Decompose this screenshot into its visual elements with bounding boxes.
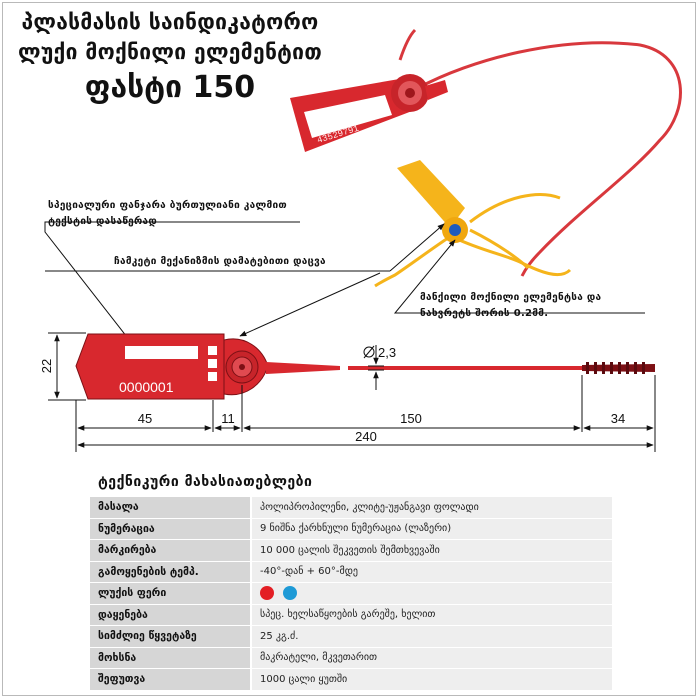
yellow-seal-photo: [374, 160, 572, 288]
dimension-lines: [48, 332, 656, 452]
specs-title: ტექნიკური მახასიათებლები: [98, 474, 313, 490]
card-number: 0000001: [119, 379, 174, 395]
color-swatch-blue: [283, 586, 298, 601]
title-line-2: ლუქი მოქნილი ელემენტით: [17, 40, 323, 64]
dim-45: 45: [138, 411, 152, 426]
specs-table: მასალა პოლიპროპილენი, კლიტე-უჟანგავი ფოლ…: [90, 497, 612, 691]
spec-label: დაყენება: [90, 604, 252, 626]
spec-value: მაკრატელი, მკვეთარით: [251, 647, 612, 669]
callout-window: სპეციალური ფანჯარა ბურთულიანი კალმით ტექ…: [48, 200, 288, 227]
spec-value: -40°-დან + 60°-მდე: [251, 561, 612, 583]
dim-150: 150: [400, 411, 422, 426]
table-row: დაყენება სპეც. ხელსაწყოების გარეშე, ხელი…: [90, 604, 612, 626]
spec-label: მოხსნა: [90, 647, 252, 669]
red-seal-photo: 43529791: [290, 28, 682, 277]
callout-lock: ჩამკეტი მექანიზმის დამატებითი დაცვა: [114, 256, 326, 267]
spec-value: სპეც. ხელსაწყოების გარეშე, ხელით: [251, 604, 612, 626]
dim-height: 22: [39, 359, 54, 373]
table-row: მასალა პოლიპროპილენი, კლიტე-უჟანგავი ფოლ…: [90, 497, 612, 519]
spec-label: სიმძლიე წყვეტაზე: [90, 625, 252, 648]
spec-value: 10 000 ცალის შეკვეთის შემთხვევაში: [251, 539, 612, 562]
title-line-3: ფასტი 150: [84, 70, 256, 105]
spec-label: ნუმერაცია: [90, 518, 252, 540]
dim-240: 240: [355, 429, 377, 444]
callout-leaders: [44, 221, 645, 347]
seal-drawing: 43529791: [39, 28, 682, 452]
table-row: ნუმერაცია 9 ნიშნა ქარხნული ნუმერაცია (ლა…: [90, 518, 612, 540]
spec-label: ლუქის ფერი: [90, 582, 252, 605]
dim-34: 34: [611, 411, 625, 426]
spec-label: შეფუთვა: [90, 668, 252, 691]
spec-label: მასალა: [90, 497, 252, 519]
table-row: ლუქის ფერი: [90, 582, 612, 605]
table-row: გამოყენების ტემპ. -40°-დან + 60°-მდე: [90, 561, 612, 583]
seal-technical-drawing: 0000001: [75, 333, 655, 400]
spec-value: 9 ნიშნა ქარხნული ნუმერაცია (ლაზერი): [251, 518, 612, 540]
spec-value: 1000 ცალი ყუთში: [251, 668, 612, 691]
table-row: შეფუთვა 1000 ცალი ყუთში: [90, 668, 612, 691]
dim-diameter: 2,3: [378, 345, 396, 360]
spec-value-colors: [251, 582, 612, 605]
callout-wire: მანქილი მოქნილი ელემენტსა და ნახვრეტს შო…: [420, 292, 602, 319]
dim-11: 11: [221, 411, 235, 426]
table-row: მოხსნა მაკრატელი, მკვეთარით: [90, 647, 612, 669]
spec-label: გამოყენების ტემპ.: [90, 561, 252, 583]
table-row: სიმძლიე წყვეტაზე 25 კგ.ძ.: [90, 625, 612, 648]
seal-white-window: [304, 95, 392, 138]
spec-value: პოლიპროპილენი, კლიტე-უჟანგავი ფოლადი: [251, 497, 612, 519]
spec-label: მარკირება: [90, 539, 252, 562]
color-swatch-red: [260, 586, 274, 601]
title-line-1: პლასმასის საინდიკატორო: [21, 10, 319, 34]
table-row: მარკირება 10 000 ცალის შეკვეთის შემთხვევ…: [90, 539, 612, 562]
spec-value: 25 კგ.ძ.: [251, 625, 612, 648]
card-write-window: [125, 346, 198, 359]
